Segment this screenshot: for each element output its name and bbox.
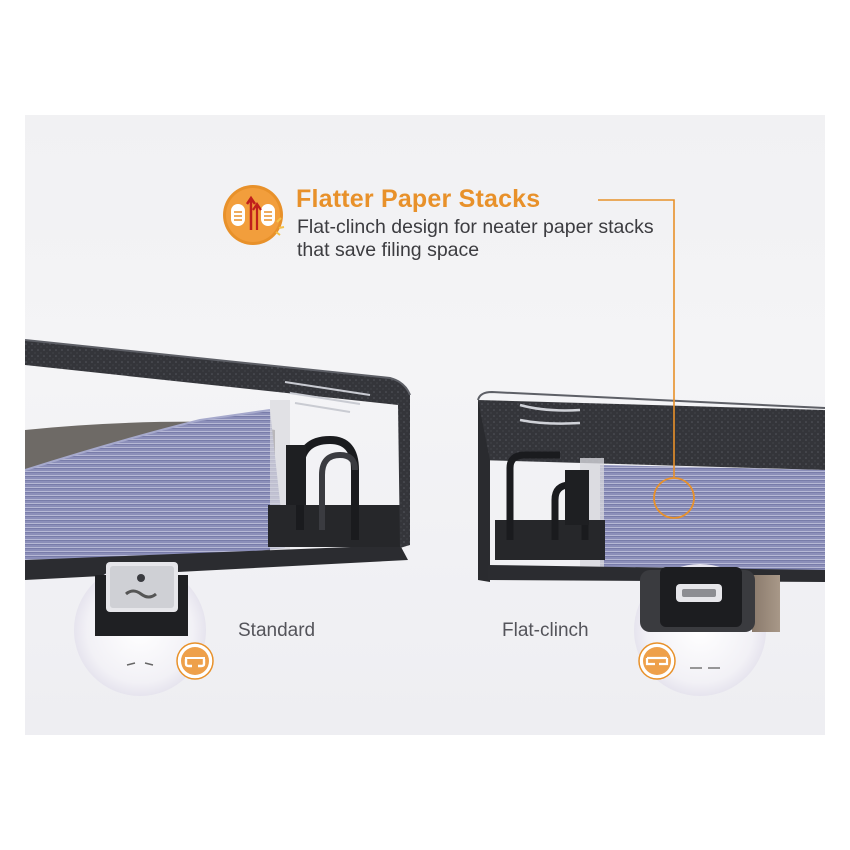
binder-comparison-photo [25,199,825,696]
photo-panel [25,115,825,735]
feature-description: Flat-clinch design for neater paper stac… [297,216,654,261]
callout-circle [653,477,695,519]
standard-binder [25,339,411,580]
feature-headline: Flatter Paper Stacks [296,185,541,213]
stack-compression-icon [223,185,285,245]
standard-staple-icon [176,642,214,680]
flat-clinch-binder [477,390,825,582]
standard-label: Standard [238,620,316,641]
flat-clinch-staple-icon [638,642,676,680]
flat-clinch-label: Flat-clinch [502,620,589,641]
callout-line [598,199,675,478]
standard-detail-lens [74,562,206,696]
